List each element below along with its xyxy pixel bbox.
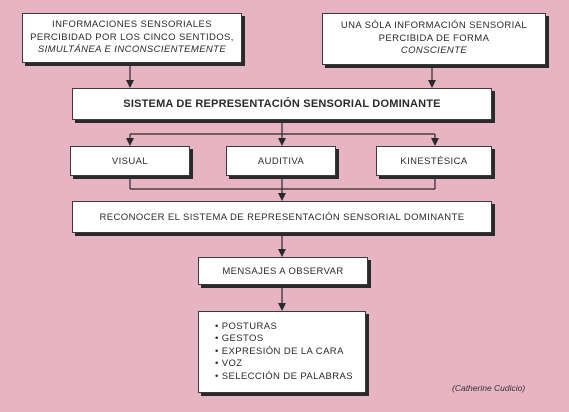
box-messages: MENSAJES A OBSERVAR bbox=[198, 257, 368, 285]
box-left-line1: INFORMACIONES SENSORIALES bbox=[52, 18, 212, 30]
recognize-label: RECONOCER EL SISTEMA DE REPRESENTACIÓN S… bbox=[99, 211, 465, 223]
box-dominant-system: SISTEMA DE REPRESENTACIÓN SENSORIAL DOMI… bbox=[72, 88, 492, 120]
box-left-line3: SIMULTÁNEA E INCONSCIENTEMENTE bbox=[37, 44, 227, 56]
list-item: POSTURAS bbox=[215, 321, 353, 333]
branch-line bbox=[130, 120, 435, 135]
box-right-line1: UNA SÓLA INFORMACIÓN SENSORIAL bbox=[340, 19, 528, 31]
kinestesica-label: KINESTÉSICA bbox=[400, 155, 468, 167]
list-item: SELECCIÓN DE PALABRAS bbox=[215, 371, 353, 383]
merge-line bbox=[129, 176, 436, 190]
list-item: GESTOS bbox=[215, 333, 353, 345]
box-visual: VISUAL bbox=[70, 146, 190, 176]
observation-list: POSTURAS GESTOS EXPRESIÓN DE LA CARA VOZ… bbox=[215, 321, 353, 383]
auditiva-label: AUDITIVA bbox=[257, 155, 305, 167]
dominant-system-label: SISTEMA DE REPRESENTACIÓN SENSORIAL DOMI… bbox=[123, 98, 441, 110]
visual-label: VISUAL bbox=[111, 155, 149, 167]
box-sensory-unconscious: INFORMACIONES SENSORIALES PERCIBIDAD POR… bbox=[22, 13, 242, 63]
box-right-line3: CONSCIENTE bbox=[400, 45, 468, 57]
box-right-line2: PERCIBIDA DE FORMA bbox=[378, 32, 490, 44]
box-auditiva: AUDITIVA bbox=[226, 146, 336, 176]
list-item: VOZ bbox=[215, 358, 353, 370]
messages-label: MENSAJES A OBSERVAR bbox=[222, 265, 344, 277]
credit-caption: (Catherine Cudicio) bbox=[452, 383, 526, 393]
box-recognize-system: RECONOCER EL SISTEMA DE REPRESENTACIÓN S… bbox=[72, 201, 492, 233]
box-kinestesica: KINESTÉSICA bbox=[376, 146, 492, 176]
list-item: EXPRESIÓN DE LA CARA bbox=[215, 346, 353, 358]
box-observation-list: POSTURAS GESTOS EXPRESIÓN DE LA CARA VOZ… bbox=[198, 311, 366, 393]
box-left-line2: PERCIBIDAD POR LOS CINCO SENTIDOS, bbox=[30, 31, 234, 43]
box-sensory-conscious: UNA SÓLA INFORMACIÓN SENSORIAL PERCIBIDA… bbox=[322, 13, 546, 65]
